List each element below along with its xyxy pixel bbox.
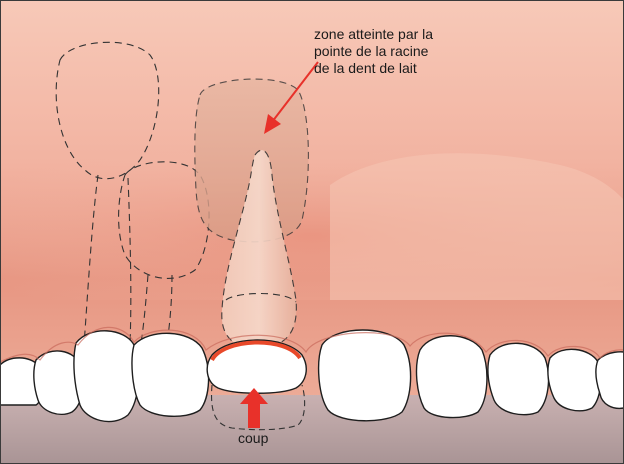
annotation-line-1: zone atteinte par la — [314, 26, 433, 43]
tooth-right-central — [319, 330, 411, 421]
annotation-line-2: pointe de la racine — [314, 43, 433, 60]
tooth-right-premolar — [548, 349, 601, 410]
annotation-line-3: de la dent de lait — [314, 60, 433, 77]
tooth-left-central — [132, 333, 209, 416]
tooth-left-lateral — [74, 331, 139, 422]
tooth-right-canine — [488, 343, 549, 414]
root-zone-annotation: zone atteinte par la pointe de la racine… — [314, 26, 433, 77]
tooth-right-lateral — [417, 336, 487, 418]
impact-label: coup — [238, 430, 268, 447]
gum-highlight — [330, 153, 624, 300]
